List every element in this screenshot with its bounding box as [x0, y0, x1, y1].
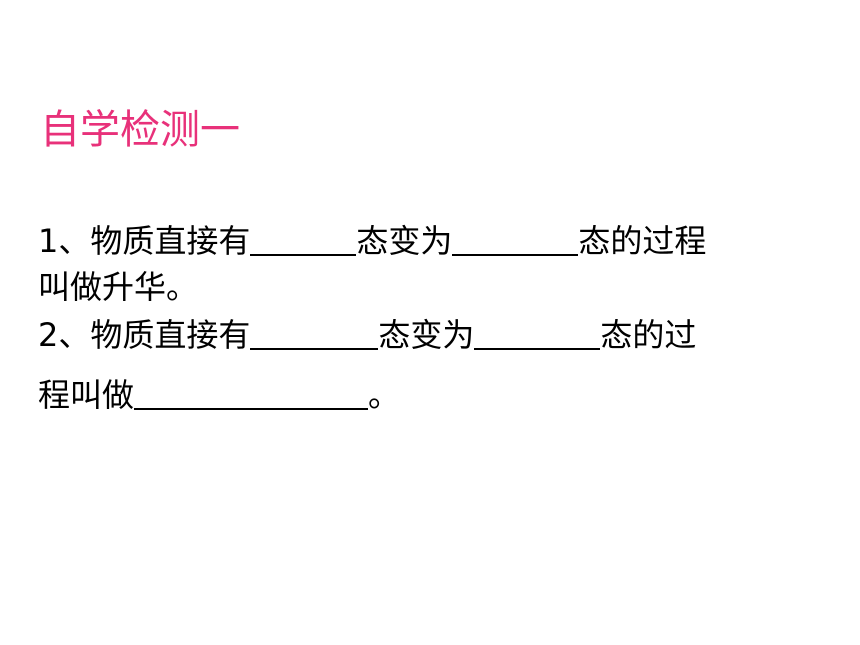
- question-list: 1、物质直接有态变为态的过程 叫做升华。 2、物质直接有态变为态的过 程叫做。: [38, 218, 828, 420]
- question-1-line-2: 叫做升华。: [38, 264, 828, 310]
- question-2-text-a: 物质直接有: [90, 316, 251, 354]
- question-2-blank-2: [474, 318, 601, 350]
- question-1-blank-1: [250, 224, 357, 256]
- question-2-line-1: 2、物质直接有 态变为 态的过: [38, 312, 828, 358]
- question-1-number: 1、: [38, 222, 91, 260]
- question-2-text-e: 。: [368, 376, 401, 414]
- question-1-blank-2: [452, 224, 579, 256]
- question-1-text-d: 叫做升华。: [38, 268, 199, 306]
- question-2-blank-3: [134, 378, 369, 410]
- question-2-blank-1: [250, 318, 379, 350]
- question-1-text-a: 物质直接有: [90, 222, 251, 260]
- question-1-text-c: 态的过程: [578, 222, 707, 260]
- question-1-text-b: 态变为: [356, 222, 453, 260]
- question-2-text-c: 态的过: [600, 316, 697, 354]
- question-2-text-d: 程叫做: [38, 376, 135, 414]
- slide-title: 自学检测一: [40, 107, 240, 153]
- question-1-line-1: 1、物质直接有 态变为 态的过程: [38, 218, 828, 264]
- question-2-text-b: 态变为: [378, 316, 475, 354]
- question-2-number: 2、: [38, 316, 91, 354]
- question-2-line-2: 程叫做 。: [38, 370, 828, 420]
